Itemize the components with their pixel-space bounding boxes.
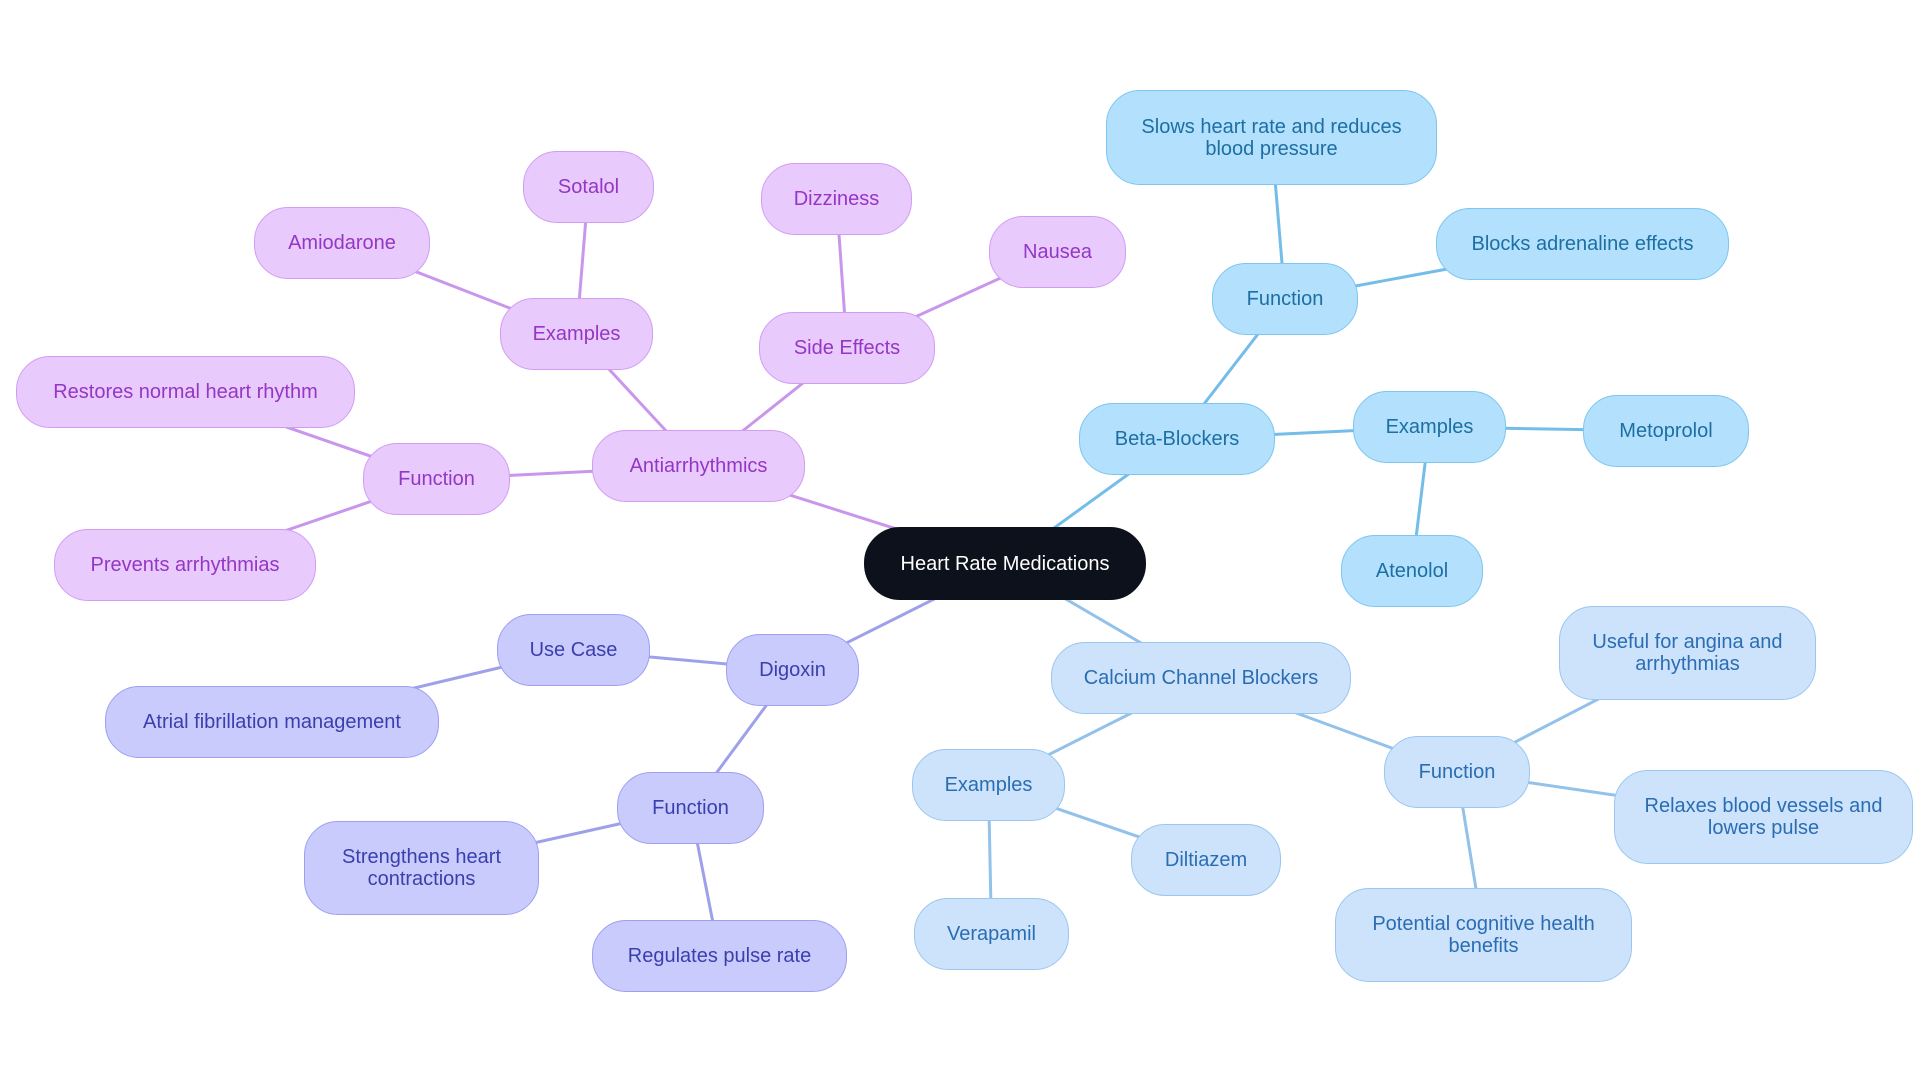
node-diltiazem[interactable]: Diltiazem (1131, 824, 1281, 896)
node-amiodarone[interactable]: Amiodarone (254, 207, 430, 279)
node-dizziness[interactable]: Dizziness (761, 163, 912, 235)
node-digoxin[interactable]: Digoxin (726, 634, 859, 706)
root-node-heart-rate-medications[interactable]: Heart Rate Medications (864, 527, 1146, 600)
node-beta-blockers-examples[interactable]: Examples (1353, 391, 1506, 463)
node-calcium-channel-blockers[interactable]: Calcium Channel Blockers (1051, 642, 1351, 714)
node-antiarrhythmics-function[interactable]: Function (363, 443, 510, 515)
node-verapamil[interactable]: Verapamil (914, 898, 1069, 970)
node-metoprolol[interactable]: Metoprolol (1583, 395, 1749, 467)
node-digoxin-use-case[interactable]: Use Case (497, 614, 650, 686)
node-beta-blockers[interactable]: Beta-Blockers (1079, 403, 1275, 475)
node-cognitive-health-benefits[interactable]: Potential cognitive health benefits (1335, 888, 1632, 982)
node-relaxes-blood-vessels[interactable]: Relaxes blood vessels and lowers pulse (1614, 770, 1913, 864)
node-beta-blockers-function[interactable]: Function (1212, 263, 1358, 335)
node-blocks-adrenaline[interactable]: Blocks adrenaline effects (1436, 208, 1729, 280)
node-side-effects[interactable]: Side Effects (759, 312, 935, 384)
node-useful-for-angina[interactable]: Useful for angina and arrhythmias (1559, 606, 1816, 700)
node-restores-heart-rhythm[interactable]: Restores normal heart rhythm (16, 356, 355, 428)
node-slows-heart-rate[interactable]: Slows heart rate and reduces blood press… (1106, 90, 1437, 185)
node-antiarrhythmics-examples[interactable]: Examples (500, 298, 653, 370)
node-prevents-arrhythmias[interactable]: Prevents arrhythmias (54, 529, 316, 601)
node-digoxin-function[interactable]: Function (617, 772, 764, 844)
node-strengthens-contractions[interactable]: Strengthens heart contractions (304, 821, 539, 915)
node-atrial-fibrillation-management[interactable]: Atrial fibrillation management (105, 686, 439, 758)
node-ccb-function[interactable]: Function (1384, 736, 1530, 808)
node-sotalol[interactable]: Sotalol (523, 151, 654, 223)
node-regulates-pulse-rate[interactable]: Regulates pulse rate (592, 920, 847, 992)
node-ccb-examples[interactable]: Examples (912, 749, 1065, 821)
node-nausea[interactable]: Nausea (989, 216, 1126, 288)
node-atenolol[interactable]: Atenolol (1341, 535, 1483, 607)
node-antiarrhythmics[interactable]: Antiarrhythmics (592, 430, 805, 502)
